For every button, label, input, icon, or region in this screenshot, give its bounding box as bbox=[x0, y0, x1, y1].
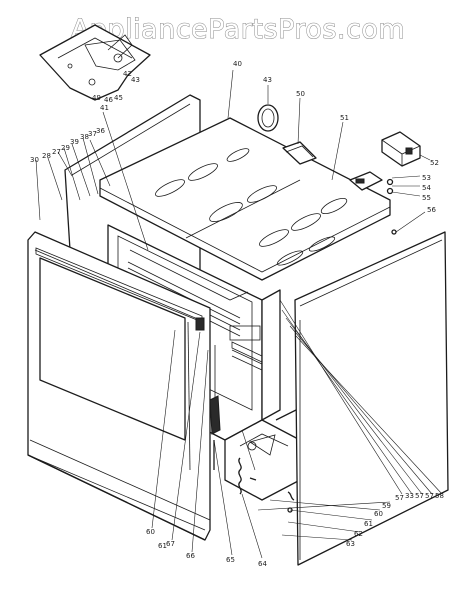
part-label: 56 bbox=[427, 206, 436, 214]
part-label: 61 bbox=[158, 542, 167, 550]
part-label: 30 bbox=[30, 156, 39, 164]
top-bracket-plate bbox=[39, 24, 151, 101]
part-label: 45 bbox=[114, 94, 123, 102]
part-label: 54 bbox=[422, 184, 431, 192]
part-label: 29 bbox=[61, 144, 70, 152]
part-label: 50 bbox=[296, 90, 305, 98]
part-label: 60 bbox=[146, 528, 155, 536]
part-label: 64 bbox=[258, 560, 267, 568]
right-side-panel bbox=[294, 231, 449, 566]
part-label: 39 bbox=[70, 138, 79, 146]
part-label: 38 bbox=[80, 133, 89, 141]
part-label: 59 bbox=[382, 502, 391, 510]
top-cover-panel bbox=[99, 117, 391, 281]
part-label: 49 bbox=[92, 94, 101, 102]
small-bracket bbox=[282, 141, 317, 165]
part-number-labels: 40 43 50 51 52 53 54 55 56 43 42 41 49 4… bbox=[30, 60, 444, 568]
part-label: 33 bbox=[405, 492, 414, 500]
leader-lines bbox=[35, 69, 443, 559]
part-label: 40 bbox=[233, 60, 242, 68]
part-label: 65 bbox=[226, 556, 235, 564]
part-label: 57 bbox=[415, 492, 424, 500]
part-label: 66 bbox=[186, 552, 195, 560]
part-label: 28 bbox=[42, 152, 51, 160]
part-label: 60 bbox=[374, 510, 383, 518]
part-label: 62 bbox=[354, 530, 363, 538]
part-label: 57 bbox=[425, 492, 434, 500]
part-label: 46 bbox=[104, 96, 113, 104]
watermark-text: AppliancePartsPros.com bbox=[70, 14, 406, 46]
part-label: 43 bbox=[131, 76, 140, 84]
part-label: 51 bbox=[340, 114, 349, 122]
part-label: 63 bbox=[346, 540, 355, 548]
switch-block bbox=[381, 131, 421, 167]
part-label: 55 bbox=[422, 194, 431, 202]
part-label: 58 bbox=[435, 492, 444, 500]
part-label: 67 bbox=[166, 540, 175, 548]
part-label: 27 bbox=[52, 148, 61, 156]
front-door bbox=[27, 231, 211, 541]
part-label: 53 bbox=[422, 174, 431, 182]
part-label: 37 bbox=[88, 130, 97, 138]
part-label: 41 bbox=[100, 104, 109, 112]
part-label: 36 bbox=[96, 127, 105, 135]
part-label: 52 bbox=[430, 159, 439, 167]
part-label: 61 bbox=[364, 520, 373, 528]
part-label: 57 bbox=[395, 494, 404, 502]
part-label: 43 bbox=[263, 76, 272, 84]
gasket-ring bbox=[257, 104, 279, 132]
part-label: 42 bbox=[123, 70, 132, 78]
